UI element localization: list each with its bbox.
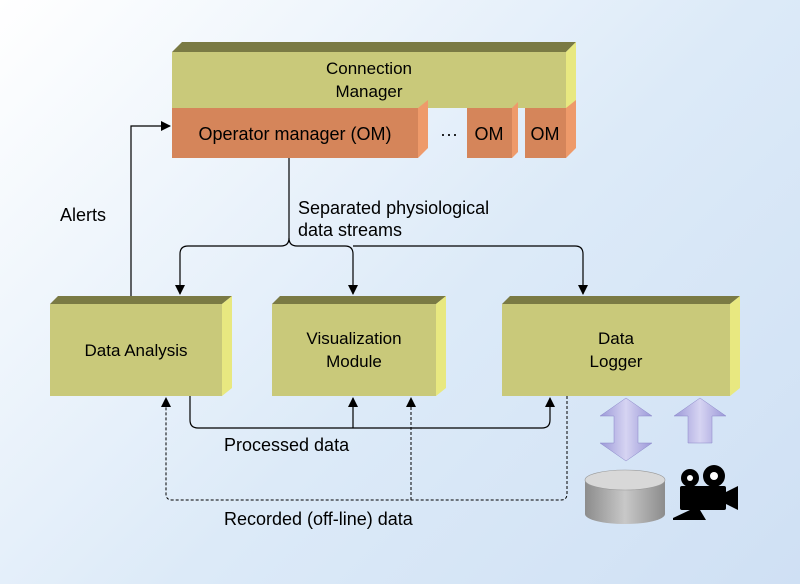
data-logger-label-line1: Data	[598, 329, 634, 348]
operator-manager-label: Operator manager (OM)	[198, 124, 391, 144]
database-icon	[584, 469, 666, 524]
ellipsis-text: ···	[440, 124, 458, 144]
connection-manager-block: Connection Manager	[172, 42, 576, 108]
om-block-small-1: OM	[467, 102, 518, 158]
recorded-data-arrows	[161, 396, 568, 501]
stream-distribution-arrows	[175, 158, 588, 295]
alerts-arrow	[130, 121, 171, 296]
om-block-small-2: OM	[525, 100, 576, 158]
alerts-label: Alerts	[60, 205, 106, 225]
data-logger-block: Data Logger	[502, 296, 740, 396]
operator-manager-block: Operator manager (OM)	[172, 100, 428, 158]
visualization-label-line2: Module	[326, 352, 382, 371]
om-small-2-label: OM	[531, 124, 560, 144]
connection-manager-label-line2: Manager	[335, 82, 402, 101]
visualization-label-line1: Visualization	[306, 329, 401, 348]
bidirectional-arrow-icon	[599, 397, 653, 462]
data-logger-label-line2: Logger	[590, 352, 643, 371]
processed-data-arrows	[189, 396, 555, 429]
connection-manager-label-line1: Connection	[326, 59, 412, 78]
streams-label-line1: Separated physiological	[298, 198, 489, 218]
streams-label-line2: data streams	[298, 220, 402, 240]
data-analysis-block: Data Analysis	[50, 296, 232, 396]
video-camera-icon	[673, 465, 738, 520]
visualization-module-block: Visualization Module	[272, 296, 446, 396]
om-small-1-label: OM	[475, 124, 504, 144]
recorded-data-label: Recorded (off-line) data	[224, 509, 414, 529]
data-analysis-label: Data Analysis	[85, 341, 188, 360]
processed-data-label: Processed data	[224, 435, 350, 455]
up-arrow-icon	[673, 397, 727, 444]
